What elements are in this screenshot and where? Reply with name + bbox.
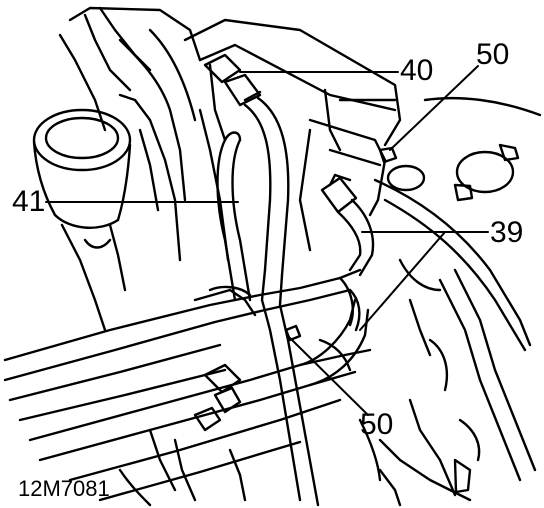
filler-neck <box>32 108 132 332</box>
callout-leaders <box>45 65 489 416</box>
callout-41: 41 <box>12 185 46 218</box>
callout-39: 39 <box>490 216 524 249</box>
callout-50-bottom: 50 <box>360 408 394 441</box>
lower-components <box>118 418 402 507</box>
callout-40: 40 <box>400 54 434 87</box>
right-bulkhead <box>373 96 542 502</box>
diagonal-pipes <box>3 268 372 502</box>
engine-block-left <box>58 6 202 262</box>
fitting-lower <box>193 324 302 432</box>
callout-50-top: 50 <box>476 38 510 71</box>
union-fitting-39 <box>320 173 375 277</box>
fitting-40 <box>203 53 262 107</box>
figure-reference-code: 12M7081 <box>18 476 110 501</box>
header-casing <box>183 18 402 252</box>
